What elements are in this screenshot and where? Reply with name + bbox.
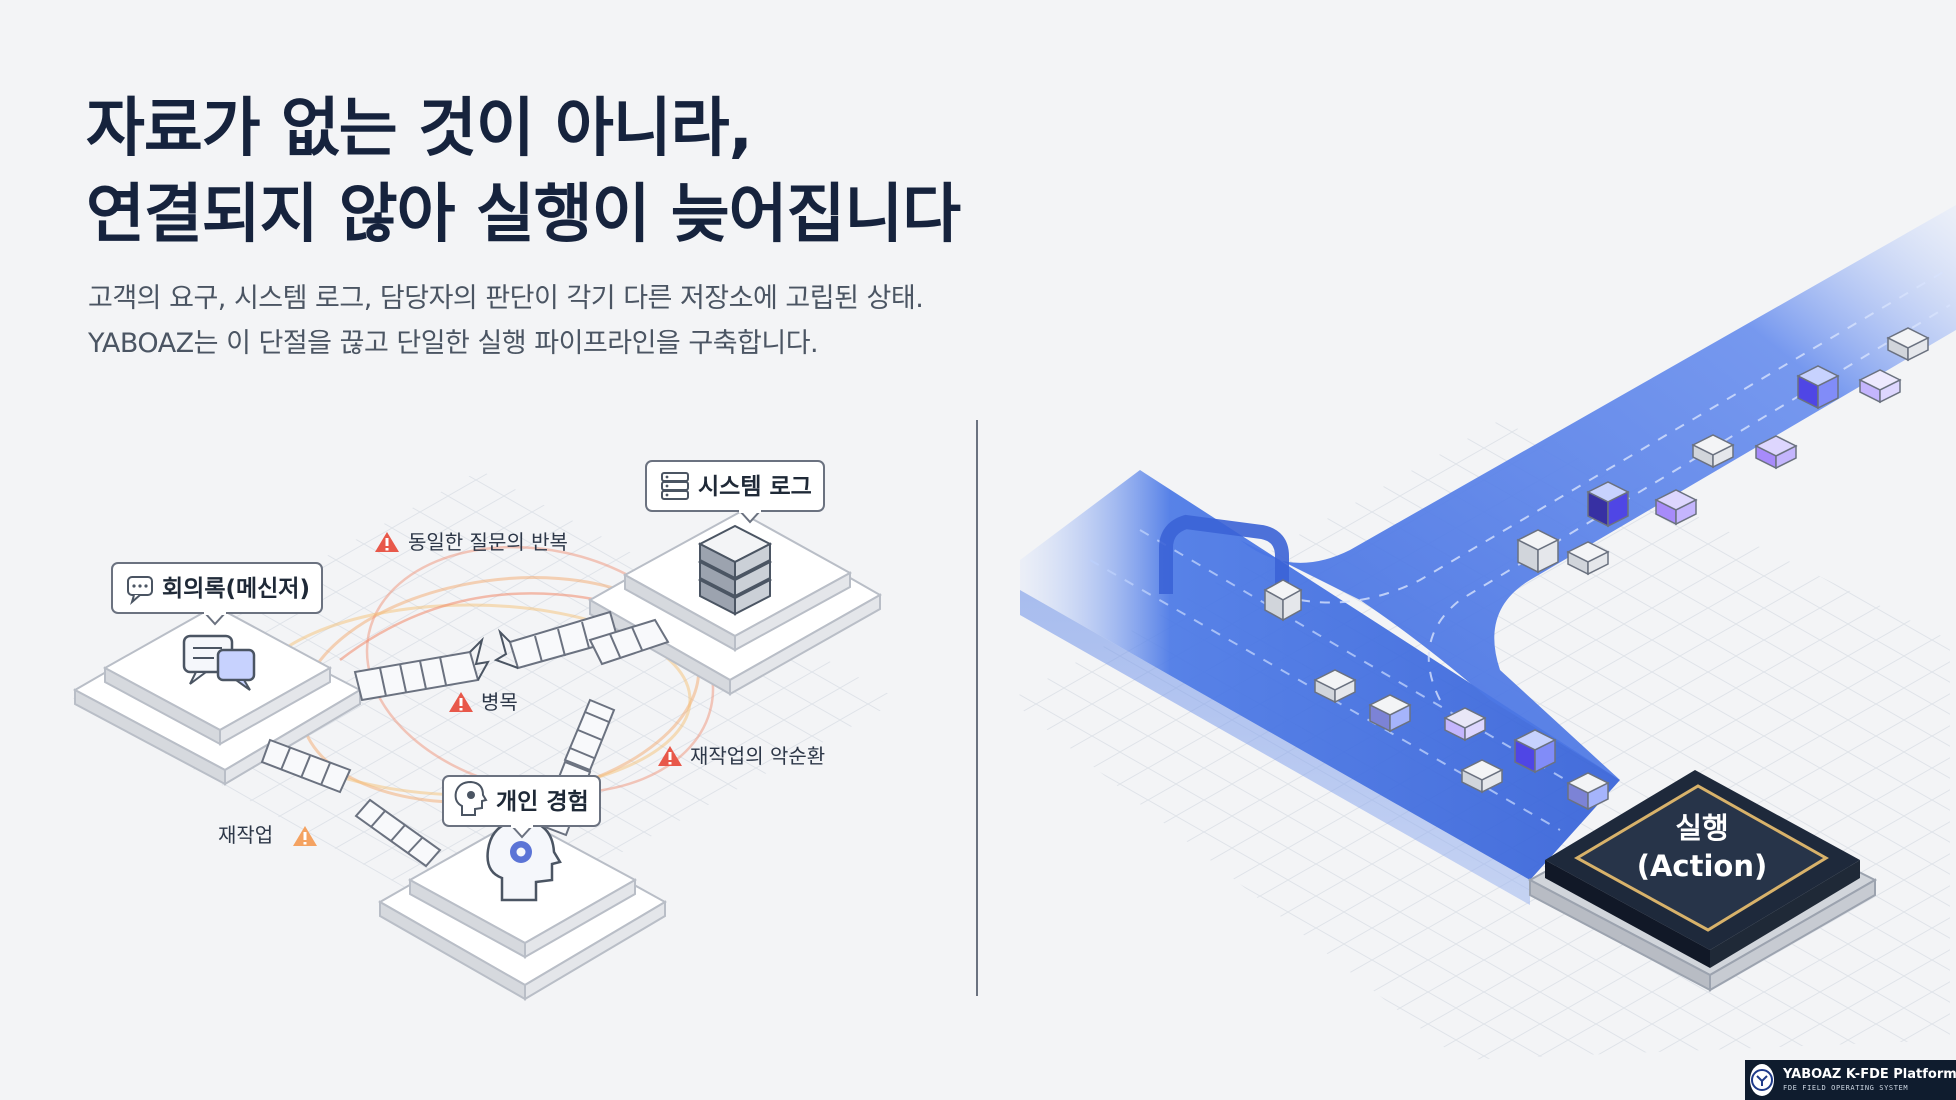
warning-triangle-icon xyxy=(293,826,317,846)
action-label-line-1: 실행 xyxy=(1675,811,1728,845)
node-label-meeting: 회의록(메신저) xyxy=(111,562,323,626)
warning-triangle-icon xyxy=(449,692,473,712)
action-label-line-2: (Action) xyxy=(1637,849,1768,883)
warning-label-bottleneck: 병목 xyxy=(481,690,518,714)
node-label-experience: 개인 경험 xyxy=(442,775,601,839)
node-label-experience-text: 개인 경험 xyxy=(496,789,589,815)
server-icon xyxy=(697,524,773,616)
platform-experience xyxy=(377,816,668,1001)
subtitle-line-1: 고객의 요구, 시스템 로그, 담당자의 판단이 각기 다른 저장소에 고립된 … xyxy=(88,283,924,314)
warning-label-vicious-cycle: 재작업의 악순환 xyxy=(690,744,825,768)
brand-tagline: FDE FIELD OPERATING SYSTEM xyxy=(1783,1084,1909,1092)
brand-logo-icon xyxy=(1750,1064,1774,1096)
warning-triangle-icon xyxy=(375,532,399,552)
server-small-icon xyxy=(661,472,689,500)
section-divider xyxy=(976,420,978,996)
node-label-system-log: 시스템 로그 xyxy=(645,460,825,524)
chat-bubbles-icon xyxy=(182,634,256,691)
warning-label-rework: 재작업 xyxy=(218,823,273,847)
head-small-icon xyxy=(454,780,488,816)
node-label-meeting-text: 회의록(메신저) xyxy=(162,576,310,602)
data-cubes xyxy=(1263,327,1930,811)
headline: 자료가 없는 것이 아니라, 연결되지 않아 실행이 늦어집니다 xyxy=(86,86,961,258)
chat-icon xyxy=(127,576,153,605)
platform-meeting xyxy=(72,604,363,786)
warning-triangle-icon xyxy=(658,746,682,766)
head-gear-icon xyxy=(486,818,562,902)
node-label-system-log-text: 시스템 로그 xyxy=(698,474,812,500)
brand-name: YABOAZ K-FDE Platform xyxy=(1783,1067,1956,1082)
subtitle-line-2: YABOAZ는 이 단절을 끊고 단일한 실행 파이프라인을 구축합니다. xyxy=(88,328,819,359)
action-chip: 실행 (Action) xyxy=(1527,770,1878,992)
headline-line-1: 자료가 없는 것이 아니라, xyxy=(86,92,753,166)
warning-label-repeat: 동일한 질문의 반복 xyxy=(408,530,568,554)
headline-line-2: 연결되지 않아 실행이 늦어집니다 xyxy=(86,178,961,252)
subtitle: 고객의 요구, 시스템 로그, 담당자의 판단이 각기 다른 저장소에 고립된 … xyxy=(88,276,924,366)
brand-badge: YABOAZ K-FDE Platform FDE FIELD OPERATIN… xyxy=(1745,1060,1956,1100)
